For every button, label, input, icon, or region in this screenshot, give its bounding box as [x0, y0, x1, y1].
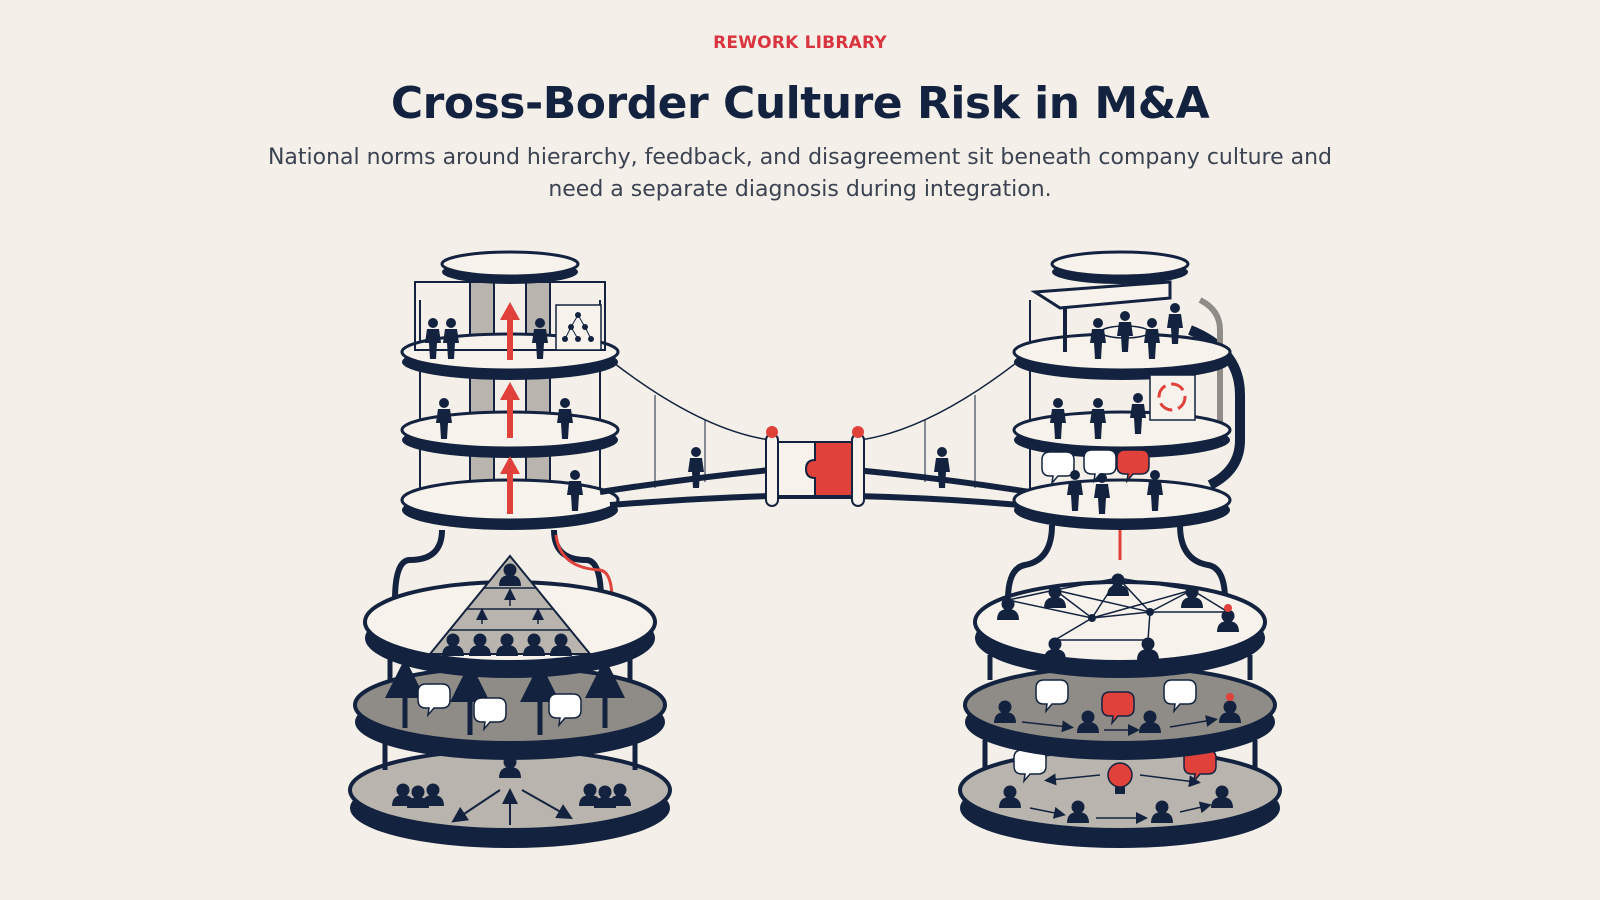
- cycle-icon: [1157, 382, 1187, 412]
- lightbulb-icon: [1107, 762, 1133, 794]
- network-diagram: [997, 573, 1239, 660]
- puzzle-bridge: [599, 359, 1031, 508]
- left-base-people-group: [392, 755, 631, 825]
- right-idea-exchange: [999, 749, 1233, 824]
- page-title: Cross-Border Culture Risk in M&A: [390, 78, 1210, 129]
- right-dialogue-tier: [994, 679, 1241, 736]
- left-tower: [348, 250, 672, 848]
- left-feedback-arrows: [385, 658, 625, 735]
- up-arrows: [500, 302, 520, 514]
- right-tower: [958, 250, 1282, 848]
- hierarchy-pyramid: [427, 554, 593, 656]
- eyebrow-label: REWORK LIBRARY: [713, 33, 887, 53]
- org-chart-icon: [562, 312, 594, 342]
- page-subtitle: National norms around hierarchy, feedbac…: [267, 145, 1333, 202]
